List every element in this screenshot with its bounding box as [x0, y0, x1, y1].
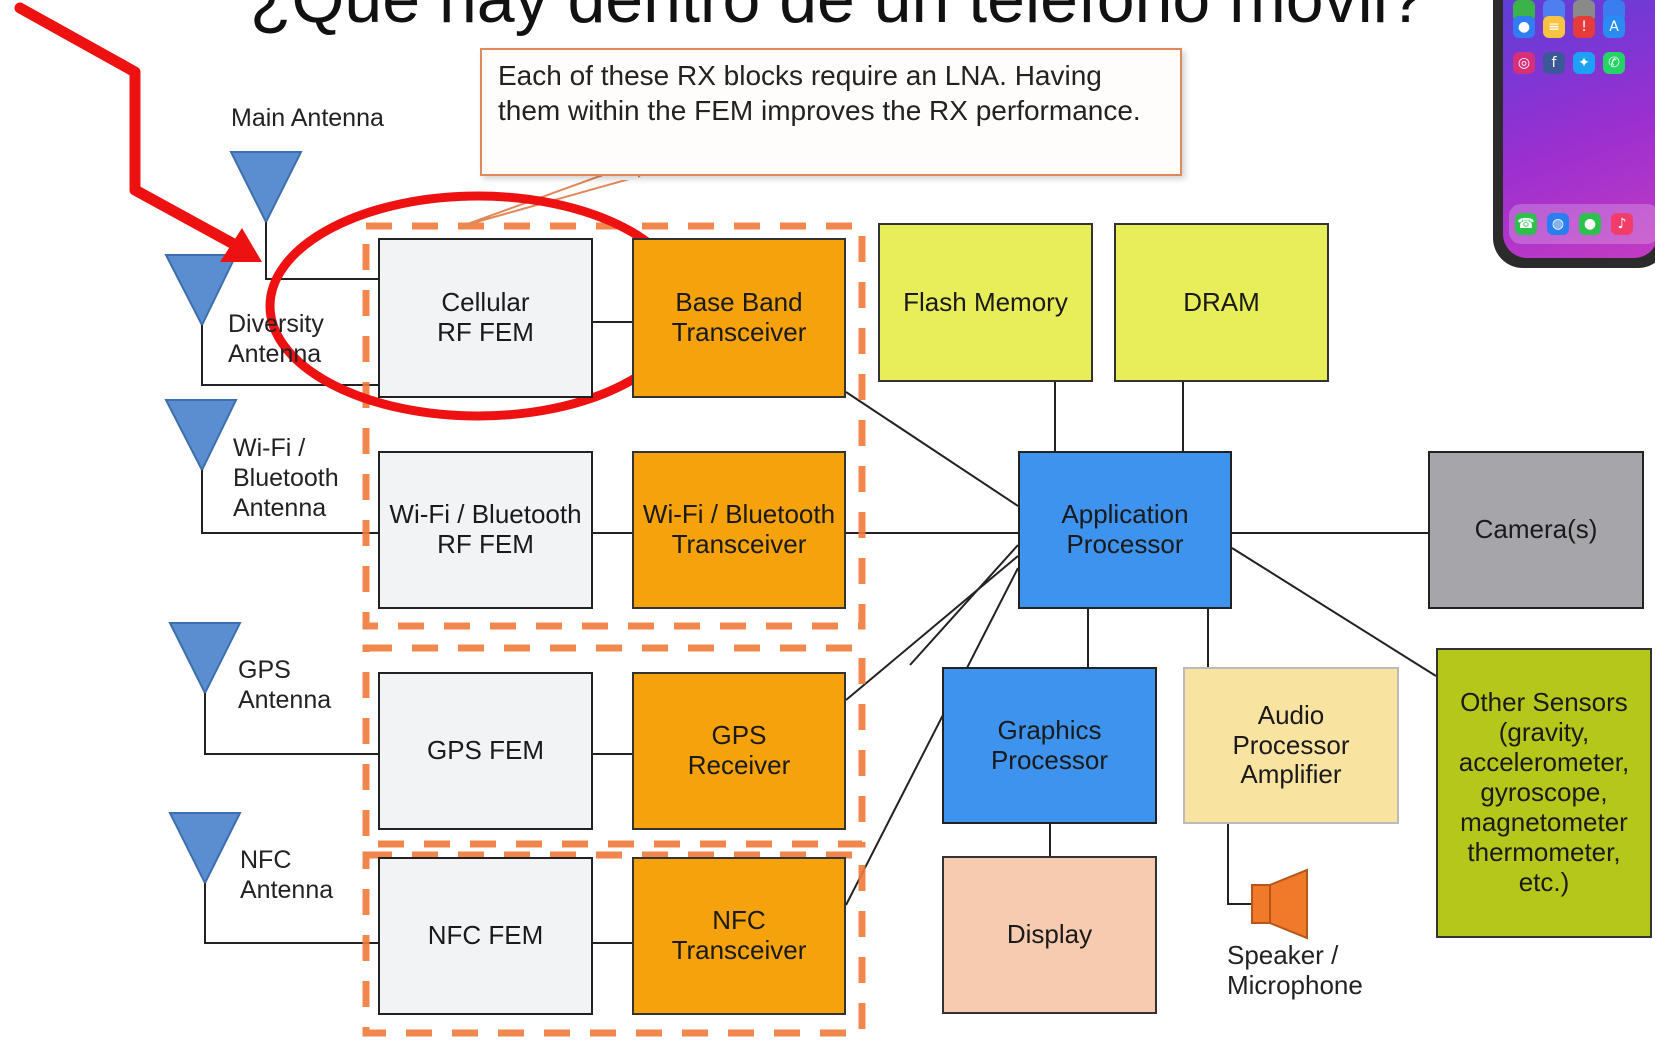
main-antenna-label: Main Antenna: [231, 104, 384, 132]
gps-group: [362, 644, 866, 848]
display-block: Display: [942, 856, 1157, 1014]
dram: DRAM: [1114, 223, 1329, 382]
phone-call-icon: ☎: [1515, 213, 1537, 235]
nfc-antenna-label: NFC Antenna: [240, 846, 334, 904]
nfc-transceiver: NFC Transceiver: [632, 857, 846, 1015]
nfc-fem: NFC FEM: [378, 857, 593, 1015]
gps-antenna-label: GPS Antenna: [238, 656, 332, 714]
app-store-icon: A: [1603, 16, 1625, 38]
wifi-antenna-label: Wi-Fi / Bluetooth Antenna: [233, 434, 339, 522]
speaker-microphone-label: Speaker / Microphone: [1227, 940, 1363, 1000]
browser-icon: ◍: [1547, 213, 1569, 235]
application-processor: Application Processor: [1018, 451, 1232, 609]
highlight-arrow: [14, 2, 256, 259]
instagram-icon: ◎: [1513, 52, 1535, 74]
nfc-group: [362, 851, 866, 1037]
arrow-head-icon: [220, 228, 262, 262]
alert-icon: !: [1573, 16, 1595, 38]
whatsapp-icon: ✆: [1603, 52, 1625, 74]
twitter-icon: ✦: [1573, 52, 1595, 74]
base-band-transceiver: Base Band Transceiver: [632, 238, 846, 398]
wifi-antenna-icon: [164, 399, 238, 473]
app-icon: ●: [1513, 16, 1535, 38]
gps-fem: GPS FEM: [378, 672, 593, 830]
notes-icon: ≡: [1543, 16, 1565, 38]
gps-receiver: GPS Receiver: [632, 672, 846, 830]
diversity-antenna-label: Diversity Antenna: [228, 310, 324, 368]
page-title: ¿Qué hay dentro de un teléfono móvil?: [250, 0, 1426, 38]
phone-illustration: ● ≡ ! A ◎ f ✦ ✆ ☎ ◍ ● ♪: [1493, 0, 1655, 268]
cellular-rf-fem: Cellular RF FEM: [378, 238, 593, 398]
nfc-antenna-icon: [168, 812, 242, 886]
speaker-icon: [1251, 868, 1308, 940]
flash-memory: Flash Memory: [878, 223, 1093, 382]
camera-block: Camera(s): [1428, 451, 1644, 609]
wifi-bluetooth-rf-fem: Wi-Fi / Bluetooth RF FEM: [378, 451, 593, 609]
facebook-icon: f: [1543, 52, 1565, 74]
other-sensors-block: Other Sensors (gravity, accelerometer, g…: [1436, 648, 1652, 938]
diversity-antenna-icon: [164, 254, 238, 328]
graphics-processor: Graphics Processor: [942, 667, 1157, 824]
audio-processor-amplifier: Audio Processor Amplifier: [1183, 667, 1399, 824]
music-icon: ♪: [1611, 213, 1633, 235]
main-antenna-icon: [229, 151, 303, 225]
messages-icon: ●: [1579, 213, 1601, 235]
wifi-bluetooth-transceiver: Wi-Fi / Bluetooth Transceiver: [632, 451, 846, 609]
callout-note: Each of these RX blocks require an LNA. …: [480, 48, 1182, 176]
phone-dock: ☎ ◍ ● ♪: [1509, 204, 1655, 244]
gps-antenna-icon: [168, 622, 242, 696]
